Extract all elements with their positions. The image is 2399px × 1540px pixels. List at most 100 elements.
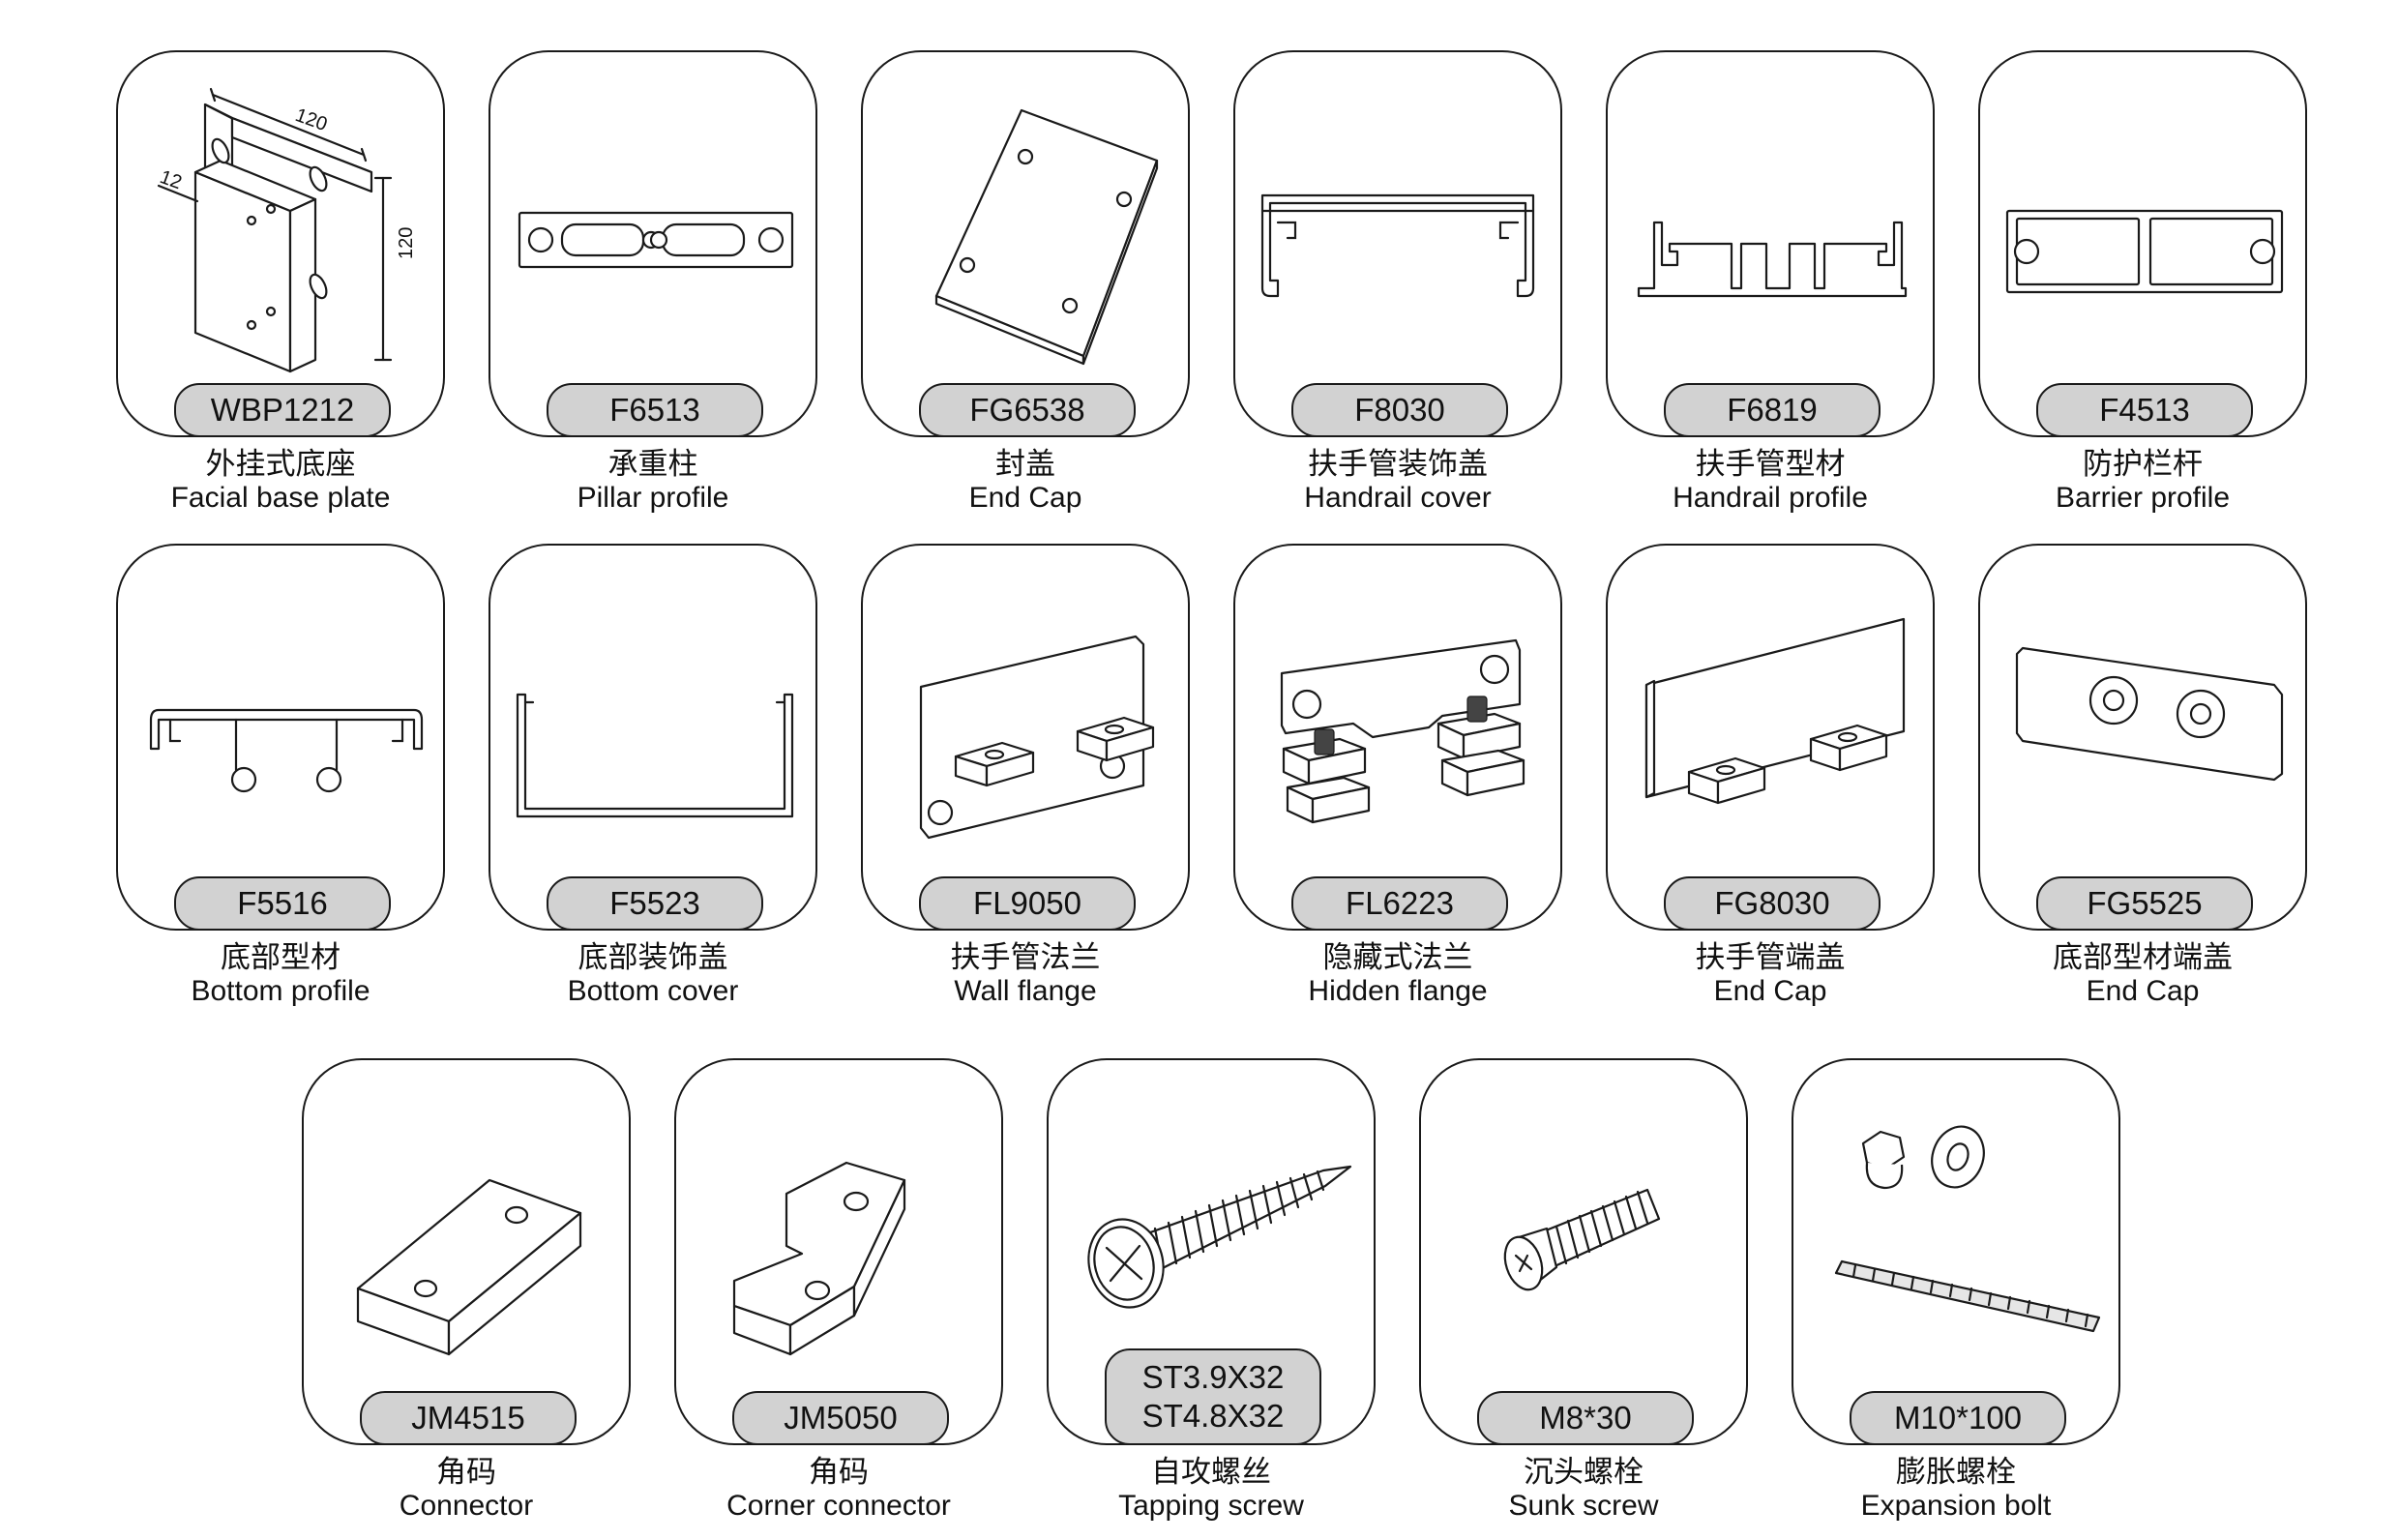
part-code-badge: JM4515 bbox=[360, 1391, 577, 1443]
pillar-profile-icon bbox=[504, 66, 806, 385]
part-code-line: ST3.9X32 bbox=[1141, 1359, 1285, 1395]
part-name-cn: 防护栏杆 bbox=[2083, 447, 2203, 482]
part-label: 膨胀螺栓 Expansion bolt bbox=[1733, 1455, 2178, 1523]
part-name-cn: 承重柱 bbox=[607, 447, 698, 482]
part-card: FL6223 隐藏式法兰 Hidden flange bbox=[1233, 544, 1562, 1007]
part-name-cn: 封盖 bbox=[995, 447, 1055, 482]
part-code-badge: FG6538 bbox=[919, 383, 1136, 435]
part-name-cn: 底部装饰盖 bbox=[578, 940, 728, 975]
part-code-badge: FG8030 bbox=[1664, 876, 1881, 929]
part-name-en: Connector bbox=[399, 1490, 534, 1522]
part-name-en: Bottom cover bbox=[567, 975, 739, 1007]
part-name-en: Pillar profile bbox=[577, 482, 729, 514]
part-frame: FL6223 bbox=[1233, 544, 1562, 931]
part-name-en: End Cap bbox=[1713, 975, 1827, 1007]
part-label: 扶手管端盖 End Cap bbox=[1548, 940, 1993, 1008]
part-card: ST3.9X32 ST4.8X32 自攻螺丝 Tapping screw bbox=[1047, 1058, 1376, 1522]
part-name-cn: 角码 bbox=[809, 1455, 869, 1490]
part-frame: M8*30 bbox=[1419, 1058, 1748, 1445]
part-label: 底部装饰盖 Bottom cover bbox=[430, 940, 875, 1008]
part-code-badge: F4513 bbox=[2036, 383, 2253, 435]
hidden-flange-icon bbox=[1249, 559, 1551, 878]
corner-connector-icon bbox=[690, 1074, 992, 1393]
part-card: F4513 防护栏杆 Barrier profile bbox=[1978, 50, 2307, 514]
part-code-badge: ST3.9X32 ST4.8X32 bbox=[1105, 1348, 1321, 1443]
part-label: 扶手管型材 Handrail profile bbox=[1548, 447, 1993, 515]
part-frame: JM4515 bbox=[302, 1058, 631, 1445]
part-name-en: Hidden flange bbox=[1308, 975, 1488, 1007]
part-code-badge: M10*100 bbox=[1850, 1391, 2066, 1443]
part-name-en: End Cap bbox=[968, 482, 1082, 514]
handrail-profile-icon bbox=[1621, 66, 1923, 385]
part-card: F6513 承重柱 Pillar profile bbox=[489, 50, 817, 514]
part-code-line: ST4.8X32 bbox=[1141, 1398, 1285, 1434]
bottom-cover-icon bbox=[504, 559, 806, 878]
part-name-en: Barrier profile bbox=[2055, 482, 2231, 514]
part-card: M8*30 沉头螺栓 Sunk screw bbox=[1419, 1058, 1748, 1522]
part-code-badge: FL6223 bbox=[1291, 876, 1508, 929]
bottom-profile-icon bbox=[132, 559, 433, 878]
part-label: 角码 Connector bbox=[244, 1455, 689, 1523]
part-code-badge: JM5050 bbox=[732, 1391, 949, 1443]
part-name-cn: 底部型材 bbox=[221, 940, 341, 975]
part-name-en: Handrail profile bbox=[1673, 482, 1868, 514]
part-name-en: Tapping screw bbox=[1118, 1490, 1304, 1522]
part-name-en: End Cap bbox=[2086, 975, 2200, 1007]
part-label: 外挂式底座 Facial base plate bbox=[58, 447, 503, 515]
part-name-cn: 扶手管型材 bbox=[1695, 447, 1846, 482]
part-frame: FG5525 bbox=[1978, 544, 2307, 931]
part-name-cn: 自攻螺丝 bbox=[1151, 1455, 1271, 1490]
part-frame: F6513 bbox=[489, 50, 817, 437]
part-name-cn: 膨胀螺栓 bbox=[1896, 1455, 2016, 1490]
part-card: FG6538 封盖 End Cap bbox=[861, 50, 1190, 514]
part-code-badge: F6819 bbox=[1664, 383, 1881, 435]
part-label: 角码 Corner connector bbox=[616, 1455, 1061, 1523]
part-card: FL9050 扶手管法兰 Wall flange bbox=[861, 544, 1190, 1007]
part-name-en: Bottom profile bbox=[191, 975, 370, 1007]
part-name-cn: 隐藏式法兰 bbox=[1322, 940, 1473, 975]
part-name-cn: 扶手管装饰盖 bbox=[1308, 447, 1488, 482]
part-card: FG5525 底部型材端盖 End Cap bbox=[1978, 544, 2307, 1007]
tapping-screw-icon bbox=[1062, 1074, 1364, 1393]
wall-flange-icon bbox=[876, 559, 1178, 878]
bottom-end-cap-icon bbox=[1994, 559, 2295, 878]
part-label: 沉头螺栓 Sunk screw bbox=[1361, 1455, 1806, 1523]
part-frame: M10*100 bbox=[1792, 1058, 2120, 1445]
handrail-end-cap-icon bbox=[1621, 559, 1923, 878]
part-frame: JM5050 bbox=[674, 1058, 1003, 1445]
part-frame: FG6538 bbox=[861, 50, 1190, 437]
part-label: 自攻螺丝 Tapping screw bbox=[989, 1455, 1434, 1523]
part-card: F8030 扶手管装饰盖 Handrail cover bbox=[1233, 50, 1562, 514]
part-card: M10*100 膨胀螺栓 Expansion bolt bbox=[1792, 1058, 2120, 1522]
part-code-badge: WBP1212 bbox=[174, 383, 391, 435]
expansion-bolt-icon bbox=[1807, 1074, 2109, 1393]
dimension-width: 120 bbox=[292, 104, 330, 135]
part-code-badge: M8*30 bbox=[1477, 1391, 1694, 1443]
part-label: 扶手管装饰盖 Handrail cover bbox=[1175, 447, 1620, 515]
part-label: 防护栏杆 Barrier profile bbox=[1920, 447, 2365, 515]
dimension-height: 120 bbox=[396, 227, 417, 259]
barrier-profile-icon bbox=[1994, 66, 2295, 385]
handrail-cover-icon bbox=[1249, 66, 1551, 385]
part-name-cn: 底部型材端盖 bbox=[2053, 940, 2233, 975]
part-label: 底部型材端盖 End Cap bbox=[1920, 940, 2365, 1008]
part-name-cn: 外挂式底座 bbox=[205, 447, 356, 482]
part-label: 承重柱 Pillar profile bbox=[430, 447, 875, 515]
sunk-screw-icon bbox=[1435, 1074, 1736, 1393]
connector-icon bbox=[317, 1074, 619, 1393]
part-code-badge: F8030 bbox=[1291, 383, 1508, 435]
part-card: F6819 扶手管型材 Handrail profile bbox=[1606, 50, 1935, 514]
part-frame: F8030 bbox=[1233, 50, 1562, 437]
part-code-badge: F5516 bbox=[174, 876, 391, 929]
part-label: 扶手管法兰 Wall flange bbox=[803, 940, 1248, 1008]
part-name-cn: 沉头螺栓 bbox=[1524, 1455, 1644, 1490]
part-frame: 120 120 12 WBP1212 bbox=[116, 50, 445, 437]
part-code-badge: FL9050 bbox=[919, 876, 1136, 929]
part-frame: F4513 bbox=[1978, 50, 2307, 437]
part-card: JM4515 角码 Connector bbox=[302, 1058, 631, 1522]
part-name-en: Wall flange bbox=[954, 975, 1097, 1007]
part-label: 底部型材 Bottom profile bbox=[58, 940, 503, 1008]
part-card: FG8030 扶手管端盖 End Cap bbox=[1606, 544, 1935, 1007]
part-name-en: Expansion bolt bbox=[1860, 1490, 2052, 1522]
part-frame: F6819 bbox=[1606, 50, 1935, 437]
